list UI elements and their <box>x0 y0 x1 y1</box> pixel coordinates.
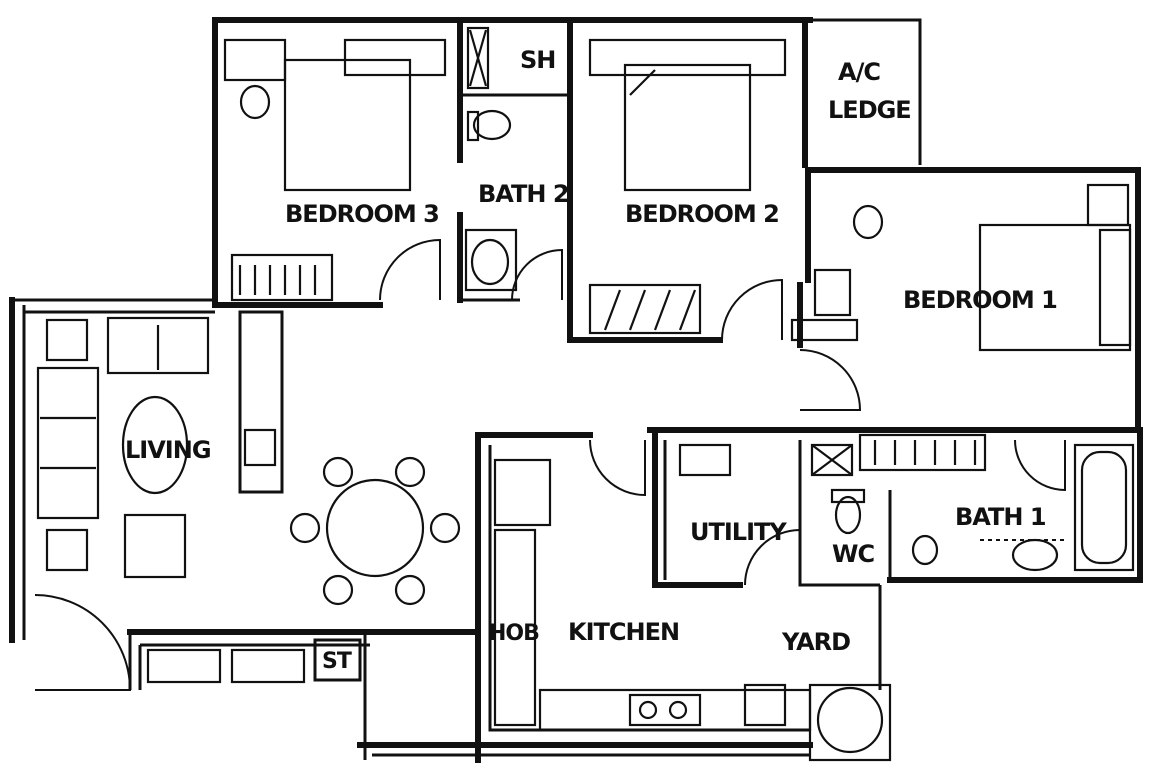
furniture <box>36 26 1135 762</box>
label-living: LIVING <box>125 436 211 464</box>
room-labels: BEDROOM 3 SH BATH 2 BEDROOM 2 A/C LEDGE … <box>125 46 1058 674</box>
label-utility: UTILITY <box>690 518 787 546</box>
label-kitchen: KITCHEN <box>568 618 679 646</box>
label-bedroom-3: BEDROOM 3 <box>285 200 439 228</box>
label-bedroom-1: BEDROOM 1 <box>903 286 1057 314</box>
label-ac-ledge-line1: A/C <box>838 58 880 86</box>
label-hob: HOB <box>488 621 539 646</box>
label-bedroom-2: BEDROOM 2 <box>625 200 779 228</box>
label-wc: WC <box>832 540 874 568</box>
label-sh: SH <box>520 46 555 74</box>
label-yard: YARD <box>781 628 850 656</box>
label-ac-ledge-line2: LEDGE <box>828 96 911 124</box>
label-bath-1: BATH 1 <box>955 503 1046 531</box>
label-st: ST <box>322 649 352 674</box>
label-bath-2: BATH 2 <box>478 180 569 208</box>
